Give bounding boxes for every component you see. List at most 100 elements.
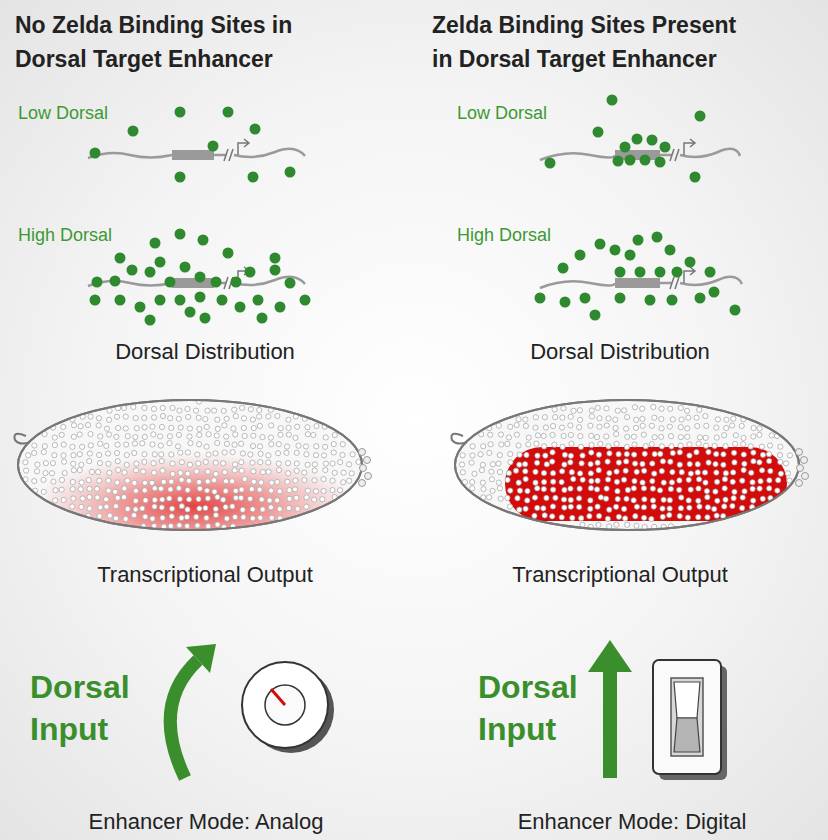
nucleus xyxy=(631,486,636,491)
nucleus xyxy=(195,452,200,457)
nucleus xyxy=(605,516,610,521)
nucleus xyxy=(596,513,601,518)
nucleus xyxy=(176,486,181,491)
nucleus xyxy=(685,426,690,431)
nucleus xyxy=(524,452,529,457)
nucleus xyxy=(70,487,75,492)
nucleus xyxy=(570,515,575,520)
nucleus xyxy=(168,523,173,528)
nucleus xyxy=(61,424,66,429)
nucleus xyxy=(751,425,756,430)
toggle-switch xyxy=(653,660,727,780)
nucleus xyxy=(588,471,593,476)
nucleus xyxy=(578,434,583,439)
nucleus xyxy=(496,461,501,466)
nucleus xyxy=(713,489,718,494)
nucleus xyxy=(487,450,492,455)
nucleus xyxy=(70,444,75,449)
nucleus xyxy=(221,461,226,466)
nucleus xyxy=(523,506,528,511)
nucleus xyxy=(123,426,128,431)
nucleus xyxy=(141,469,146,474)
nucleus xyxy=(98,505,103,510)
nucleus xyxy=(513,468,518,473)
dorsal-molecule xyxy=(660,142,671,153)
nucleus xyxy=(49,471,54,476)
dorsal-molecule xyxy=(695,293,706,304)
nucleus xyxy=(603,496,608,501)
nucleus xyxy=(694,415,699,420)
nucleus xyxy=(142,488,147,493)
nucleus xyxy=(588,506,593,511)
nucleus xyxy=(239,405,244,410)
nucleus xyxy=(624,451,629,456)
nucleus xyxy=(330,478,335,483)
nucleus xyxy=(542,444,547,449)
nucleus xyxy=(652,435,657,440)
nucleus xyxy=(632,478,637,483)
nucleus xyxy=(123,414,128,419)
nucleus xyxy=(661,480,666,485)
nucleus xyxy=(87,451,92,456)
nucleus xyxy=(97,514,102,519)
nucleus xyxy=(88,443,93,448)
dorsal-molecule xyxy=(709,287,720,298)
nucleus xyxy=(35,462,40,467)
nucleus xyxy=(312,497,317,502)
nucleus xyxy=(87,486,92,491)
nucleus xyxy=(497,469,502,474)
nucleus xyxy=(104,443,109,448)
dorsal-molecule xyxy=(135,302,146,313)
nucleus xyxy=(560,444,565,449)
nucleus xyxy=(239,441,244,446)
nucleus xyxy=(668,486,673,491)
nucleus xyxy=(508,488,513,493)
nucleus xyxy=(678,506,683,511)
nucleus xyxy=(481,444,486,449)
nucleus xyxy=(607,524,612,529)
nucleus xyxy=(508,460,513,465)
nucleus xyxy=(589,442,594,447)
nucleus xyxy=(568,432,573,437)
nucleus xyxy=(634,523,639,528)
dorsal-molecule xyxy=(150,238,161,249)
nucleus xyxy=(660,514,665,519)
nucleus xyxy=(169,506,174,511)
nucleus xyxy=(778,444,783,449)
nucleus xyxy=(508,424,513,429)
nucleus xyxy=(269,423,274,428)
nucleus xyxy=(659,406,664,411)
dorsal-molecule xyxy=(625,155,636,166)
nucleus xyxy=(77,432,82,437)
nucleus xyxy=(269,515,274,520)
pole-cell xyxy=(364,457,371,464)
nucleus xyxy=(86,478,91,483)
nucleus xyxy=(249,487,254,492)
nucleus xyxy=(151,406,156,411)
dorsal-molecule xyxy=(155,295,166,306)
dorsal-molecule xyxy=(223,107,234,118)
nucleus xyxy=(596,522,601,527)
nucleus xyxy=(490,488,495,493)
nucleus xyxy=(678,443,683,448)
dorsal-molecule xyxy=(175,295,186,306)
nucleus xyxy=(113,504,118,509)
nucleus xyxy=(232,442,237,447)
nucleus xyxy=(623,468,628,473)
nucleus xyxy=(197,426,202,431)
nucleus xyxy=(248,452,253,457)
nucleus xyxy=(750,486,755,491)
nucleus xyxy=(168,416,173,421)
nucleus xyxy=(562,462,567,467)
nucleus xyxy=(124,452,129,457)
nucleus xyxy=(97,452,102,457)
input-label: Dorsal Input xyxy=(478,666,606,750)
nucleus xyxy=(149,480,154,485)
nucleus xyxy=(268,505,273,510)
nucleus xyxy=(633,425,638,430)
nucleus xyxy=(350,452,355,457)
nucleus xyxy=(667,424,672,429)
nucleus xyxy=(553,415,558,420)
nucleus xyxy=(594,434,599,439)
nucleus xyxy=(634,417,639,422)
